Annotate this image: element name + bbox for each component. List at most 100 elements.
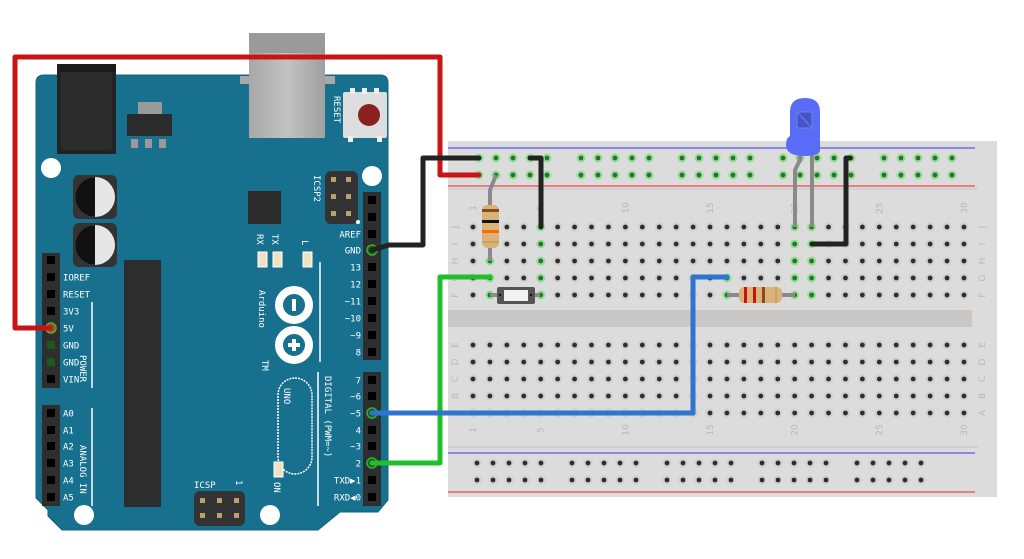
header-pin[interactable] — [368, 314, 376, 322]
hole-center — [572, 275, 577, 281]
wire-led-gnd[interactable] — [809, 155, 853, 247]
analog-pin-label: A2 — [63, 443, 74, 453]
header-pin[interactable] — [47, 476, 55, 484]
hole-center — [601, 460, 607, 466]
hole-center — [792, 393, 798, 399]
analog-section-label: ANALOG IN — [77, 445, 87, 494]
header-pin[interactable] — [47, 375, 55, 383]
row-letter-label: E — [451, 342, 461, 348]
header-pin[interactable] — [368, 426, 376, 434]
header-pin[interactable] — [368, 392, 376, 400]
pushbutton[interactable] — [490, 287, 540, 304]
hole-center — [527, 172, 533, 178]
header-pin[interactable] — [368, 331, 376, 339]
hole-center — [758, 275, 764, 281]
header-pin[interactable] — [368, 196, 376, 204]
hole-center — [679, 172, 685, 178]
hole-center — [876, 275, 882, 281]
analog-pin-label: A0 — [63, 410, 74, 420]
header-pin[interactable] — [368, 442, 376, 450]
hole-center — [826, 376, 831, 382]
hole-center — [910, 258, 916, 264]
wire-pin2[interactable] — [369, 274, 493, 466]
hole-center — [893, 359, 899, 365]
hole-center — [898, 155, 904, 161]
digital-pin-label: ~6 — [350, 393, 361, 403]
hole-center — [876, 342, 882, 348]
header-pin[interactable] — [47, 459, 55, 467]
hole-center — [741, 258, 747, 264]
hole-center — [728, 460, 734, 466]
hole-center — [826, 359, 831, 365]
header-pin[interactable] — [368, 230, 376, 238]
hole-center — [470, 241, 476, 247]
hole-center — [646, 155, 652, 161]
hole-center — [927, 376, 933, 382]
pull-down-resistor — [482, 174, 499, 261]
column-number-label: 10 — [621, 424, 631, 436]
wire-5v[interactable] — [12, 54, 482, 331]
header-pin[interactable] — [47, 493, 55, 501]
hole-center — [902, 460, 908, 466]
voltage-regulator — [127, 102, 172, 148]
wire-pin5[interactable] — [369, 274, 730, 416]
wire-gnd[interactable] — [369, 155, 482, 253]
digital-pin-label: TXD▶1 — [334, 477, 361, 487]
digital-pin-label: ~10 — [345, 315, 361, 325]
hole-center — [555, 342, 561, 348]
header-pin[interactable] — [368, 376, 376, 384]
hole-center — [555, 376, 561, 382]
header-pin[interactable] — [47, 273, 55, 281]
hole-center — [949, 155, 955, 161]
hole-center — [707, 292, 713, 298]
wire-button-gnd[interactable] — [527, 155, 544, 230]
hole-center — [572, 241, 577, 247]
hole-center — [606, 275, 611, 281]
l-label: L — [299, 240, 309, 245]
reset-button[interactable] — [343, 88, 387, 142]
power-header — [42, 253, 60, 388]
header-pin[interactable] — [368, 348, 376, 356]
hole-center — [859, 292, 865, 298]
hole-center — [927, 342, 933, 348]
header-pin[interactable] — [47, 409, 55, 417]
header-pin[interactable] — [47, 358, 55, 366]
header-pin[interactable] — [368, 213, 376, 221]
hole-center — [713, 155, 719, 161]
header-pin[interactable] — [47, 290, 55, 298]
hole-center — [823, 460, 829, 466]
digital-header-high — [363, 192, 381, 360]
header-pin[interactable] — [47, 256, 55, 264]
hole-center — [944, 292, 950, 298]
header-pin[interactable] — [47, 341, 55, 349]
digital-header-low — [363, 372, 381, 506]
hole-center — [927, 258, 933, 264]
hole-center — [506, 460, 512, 466]
column-number-label: 30 — [960, 424, 970, 436]
power-jack — [57, 64, 116, 154]
header-pin[interactable] — [368, 476, 376, 484]
header-pin[interactable] — [47, 442, 55, 450]
hole-center — [487, 359, 493, 365]
hole-center — [843, 376, 848, 382]
row-letter-label: B — [978, 393, 988, 399]
hole-center — [730, 172, 736, 178]
icsp2-label: ICSP2 — [311, 175, 321, 202]
hole-center — [555, 359, 561, 365]
hole-center — [859, 342, 865, 348]
header-pin[interactable] — [368, 280, 376, 288]
hole-center — [741, 224, 747, 230]
header-pin[interactable] — [47, 307, 55, 315]
digital-section-label: DIGITAL (PWM=~) — [322, 376, 332, 457]
hole-center — [487, 376, 493, 382]
header-pin[interactable] — [47, 426, 55, 434]
header-pin[interactable] — [368, 263, 376, 271]
mounting-hole — [362, 166, 382, 186]
wires — [12, 54, 853, 466]
hole-center — [823, 477, 829, 483]
header-pin[interactable] — [368, 493, 376, 501]
row-letter-label: E — [978, 342, 988, 348]
row-letter-label: C — [451, 376, 461, 382]
hole-center — [758, 410, 764, 416]
header-pin[interactable] — [368, 297, 376, 305]
